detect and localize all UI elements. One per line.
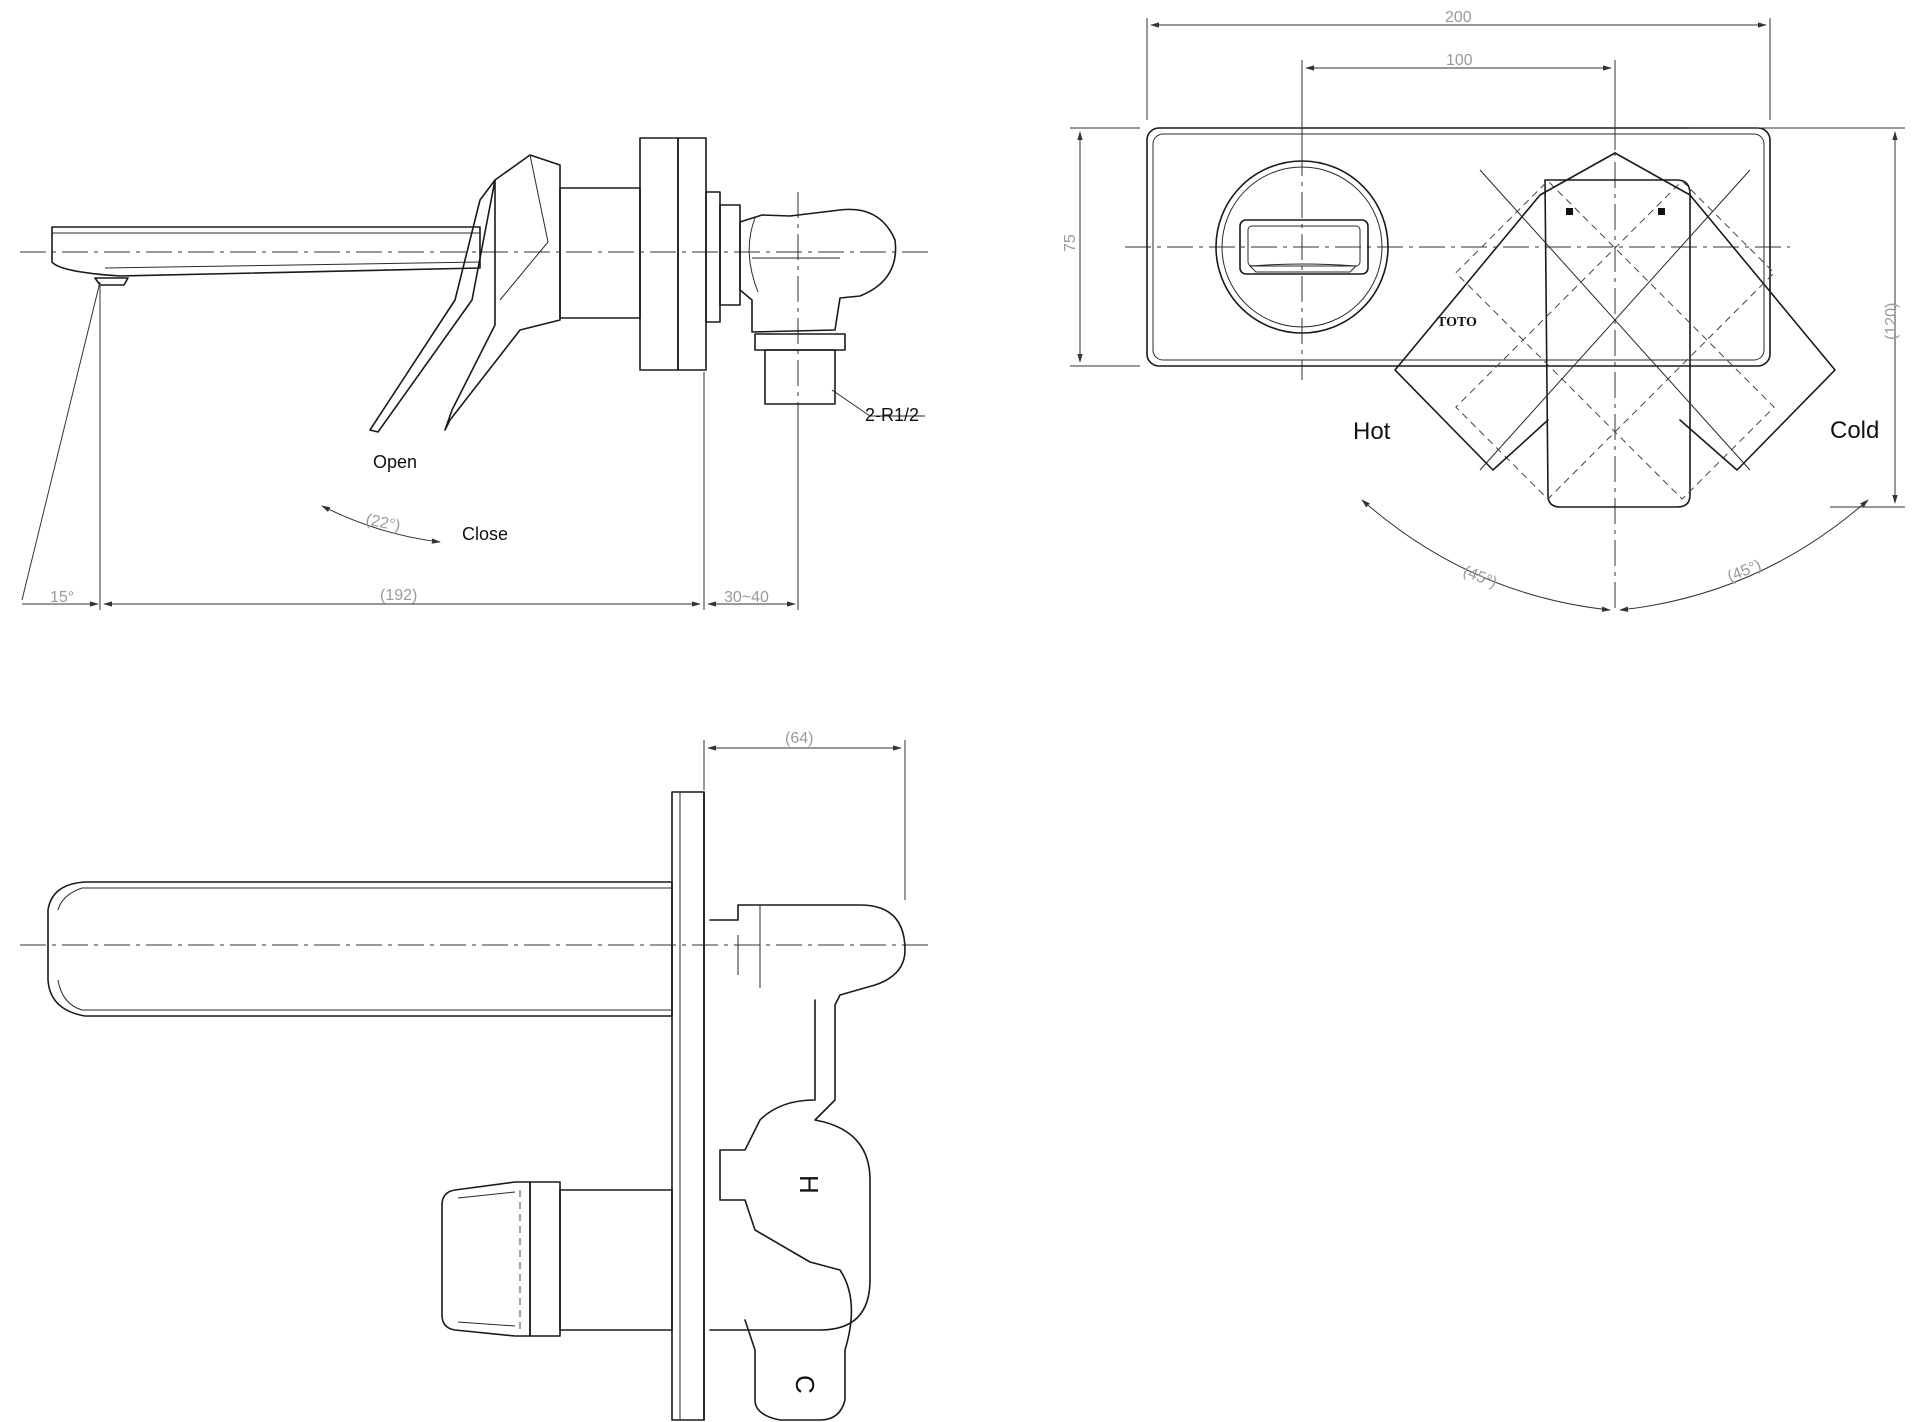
front-spout-outlet [1215,160,1389,334]
side-valve [739,208,897,405]
top-view: H C (64) [20,730,930,1421]
label-hot: Hot [1353,418,1391,445]
dim-hot-angle: (45°) [1461,563,1500,592]
dim-wall-range: 30~40 [724,589,769,606]
brand-logo: TOTO [1437,315,1477,330]
side-view: 15° (192) 30~40 (22°) Open Close 2-R1/2 [20,137,930,610]
side-body [559,137,741,371]
dim-center-distance: 100 [1446,52,1473,69]
dim-depth: (64) [785,730,813,747]
top-wall-plate [671,791,705,1421]
side-lever [369,154,561,433]
dim-spout-length: (192) [380,587,417,604]
label-close: Close [462,524,508,544]
dim-plate-width: 200 [1445,9,1472,26]
dim-cold-angle: (45°) [1725,557,1764,586]
front-dimensions [1070,18,1905,612]
dim-plate-height: 75 [1062,234,1079,252]
mark-cold: C [790,1375,820,1394]
top-spout [47,881,673,1017]
front-view: TOTO 200 100 75 (120) (45°) (45°) Hot Co… [1062,9,1905,612]
top-lever-cartridge [441,1181,673,1337]
top-valve-body: H C [709,904,906,1421]
dim-lever-height: (120) [1883,303,1900,340]
front-plate [1146,127,1771,367]
side-dimensions [21,281,925,610]
label-open: Open [373,452,417,472]
label-thread: 2-R1/2 [865,405,919,425]
mark-hot: H [794,1175,824,1194]
dim-lever-angle: (22°) [364,511,402,535]
label-cold: Cold [1830,417,1879,444]
top-dimensions [703,740,906,900]
dim-spout-angle: 15° [50,589,74,606]
side-spout [51,226,481,286]
